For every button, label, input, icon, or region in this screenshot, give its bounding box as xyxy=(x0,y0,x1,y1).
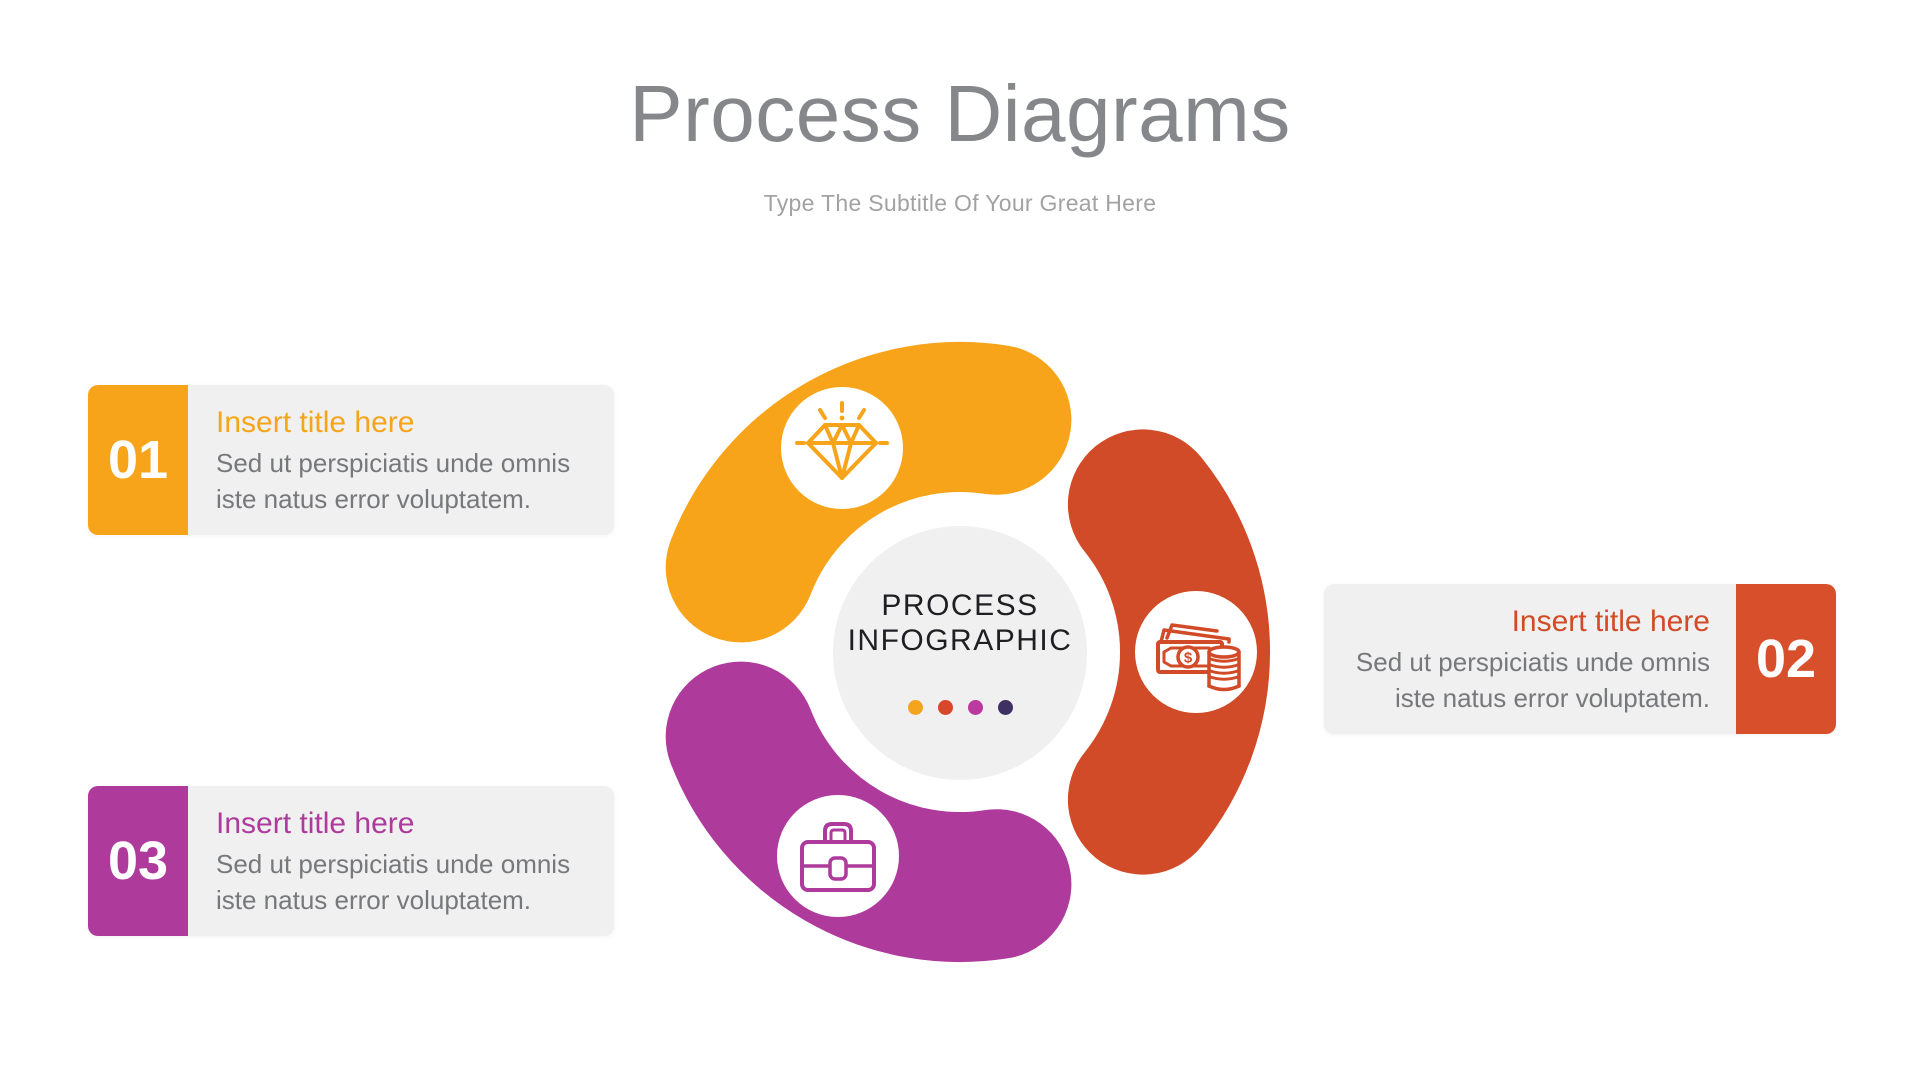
card-body-line: Sed ut perspiciatis unde omnis xyxy=(1355,647,1710,677)
card-title: Insert title here xyxy=(216,406,415,439)
step-card-02[interactable]: Insert title here Sed ut perspiciatis un… xyxy=(1324,584,1836,734)
step-card-01[interactable]: 01 Insert title here Sed ut perspiciatis… xyxy=(88,385,614,535)
step-number-badge[interactable]: 02 xyxy=(1736,584,1836,734)
card-content: Insert title here Sed ut perspiciatis un… xyxy=(188,786,614,936)
card-body-line: Sed ut perspiciatis unde omnis xyxy=(216,849,571,879)
card-content: Insert title here Sed ut perspiciatis un… xyxy=(1324,584,1736,734)
step-number-badge[interactable]: 03 xyxy=(88,786,188,936)
card-content: Insert title here Sed ut perspiciatis un… xyxy=(188,385,614,535)
dollar-sign: $ xyxy=(1184,650,1193,667)
center-label-line1: PROCESS xyxy=(881,589,1039,622)
page-title: Process Diagrams xyxy=(629,69,1291,158)
center-dot xyxy=(967,700,983,715)
card-body-line: iste natus error voluptatem. xyxy=(216,484,532,514)
step-card-03[interactable]: 03 Insert title here Sed ut perspiciatis… xyxy=(88,786,614,936)
step-number-badge[interactable]: 01 xyxy=(88,385,188,535)
segment-03-icon-circle xyxy=(777,795,899,917)
center-dot xyxy=(997,700,1013,715)
page-subtitle: Type The Subtitle Of Your Great Here xyxy=(763,190,1157,216)
center-dot xyxy=(907,700,923,715)
center-label-line2: INFOGRAPHIC xyxy=(847,624,1073,657)
money-icon: $ xyxy=(1156,623,1241,692)
card-title: Insert title here xyxy=(216,807,415,840)
center-dots xyxy=(907,700,1013,715)
card-body-line: iste natus error voluptatem. xyxy=(216,885,532,915)
diamond-icon xyxy=(795,401,889,480)
center-circle[interactable]: PROCESS INFOGRAPHIC xyxy=(833,526,1087,780)
segment-01-icon-circle xyxy=(781,387,903,509)
center-dot xyxy=(937,700,953,715)
card-title: Insert title here xyxy=(1511,605,1710,638)
card-body-line: iste natus error voluptatem. xyxy=(1394,683,1710,713)
card-body-line: Sed ut perspiciatis unde omnis xyxy=(216,448,571,478)
briefcase-icon xyxy=(800,822,876,892)
